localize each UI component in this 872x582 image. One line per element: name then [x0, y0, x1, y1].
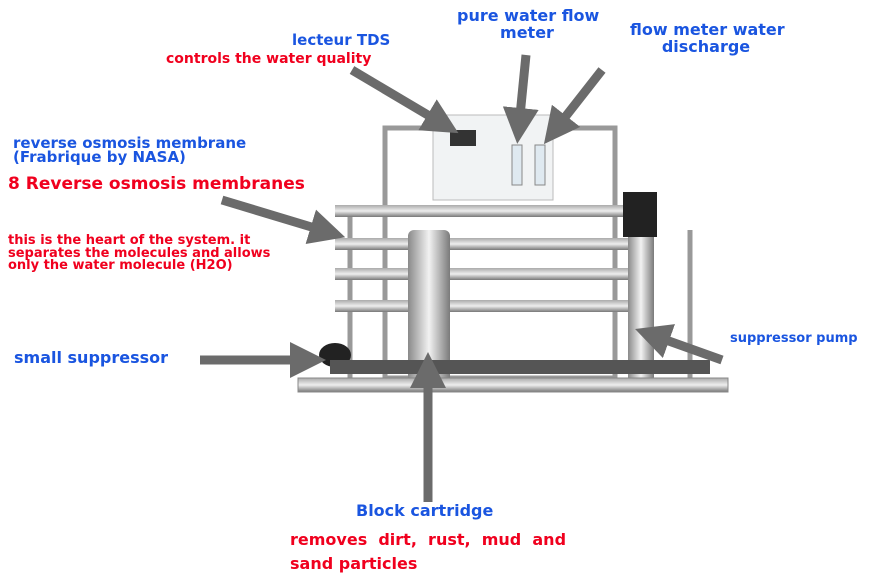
flow-meter-pure [511, 144, 523, 186]
heart-line2: separates the molecules and allows [8, 245, 271, 261]
pure-flow-line2: meter [500, 22, 554, 42]
flow-meter-discharge [534, 144, 546, 186]
tds-title: lecteur TDS [292, 31, 391, 49]
block-desc: removes dirt, rust, mud and sand particle… [290, 528, 566, 576]
block-title: Block cartridge [356, 501, 494, 520]
discharge-line1: flow meter water [630, 20, 785, 39]
small-suppressor-label: small suppressor [14, 348, 169, 367]
block-desc-line2: sand particles [290, 554, 418, 573]
membranes-count: 8 Reverse osmosis membranes [8, 174, 305, 194]
cartridge-housing [408, 230, 450, 385]
suppressor-pump-label: suppressor pump [730, 331, 858, 346]
arrow-discharge [543, 67, 606, 145]
arrow-tds [349, 66, 459, 134]
discharge-line2: discharge [661, 36, 751, 56]
pipework [330, 360, 710, 374]
membrane-label: reverse osmosis membrane(Frabrique by NA… [13, 136, 246, 165]
arrows [200, 54, 724, 502]
arrow-membranes [220, 195, 346, 245]
arrow-pure-flow [502, 54, 539, 144]
pump-motor [623, 192, 657, 237]
membrane-line1: reverse osmosis membrane [13, 134, 247, 152]
base-rail [297, 377, 729, 393]
heart-line3: only the water molecule (H2O) [8, 258, 233, 274]
arrow-suppressor-pump [635, 324, 724, 365]
pure-flow-line1: pure water flow [457, 6, 600, 25]
block-desc-line1: removes dirt, rust, mud and [290, 530, 567, 549]
tds-desc: controls the water quality [166, 51, 372, 67]
heart-line1: this is the heart of the system. it [8, 233, 251, 248]
membrane-line2: (Frabrique by NASA) [13, 148, 186, 167]
tds-meter-display [450, 130, 476, 146]
membrane-tubes [335, 205, 635, 312]
